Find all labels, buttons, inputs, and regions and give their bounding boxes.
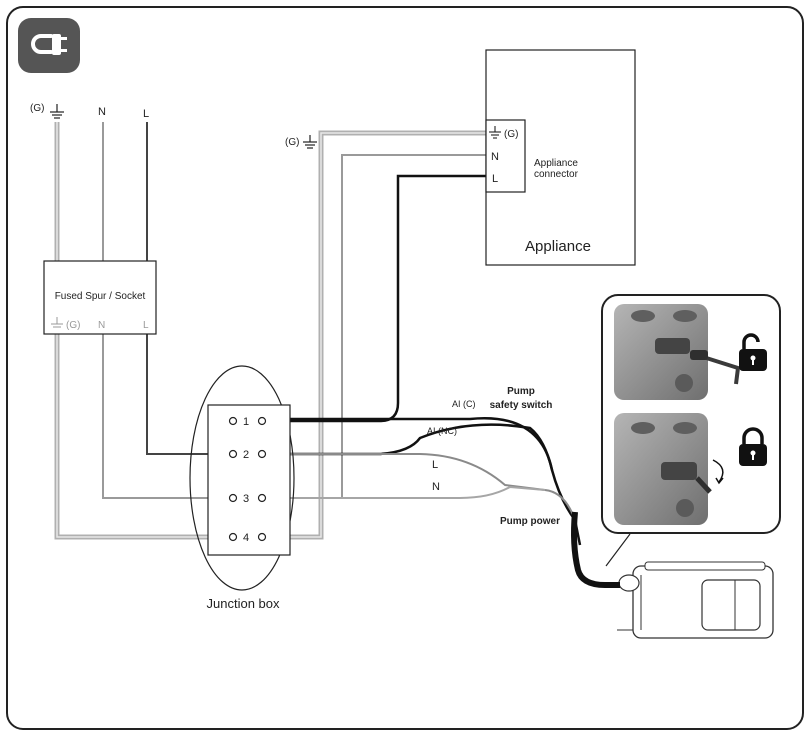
fused-spur-earth-label: (G)	[66, 320, 80, 331]
svg-text:2: 2	[243, 449, 249, 461]
fused-spur-box: Fused Spur / Socket (G) N L	[43, 260, 157, 335]
supply-earth-wire	[54, 122, 233, 540]
pump-switch-title-2: safety switch	[490, 400, 553, 411]
appliance-connector-label-1: Appliance	[534, 158, 578, 169]
appliance-external-earth-label: (G)	[285, 137, 299, 148]
appliance-title: Appliance	[525, 238, 591, 255]
padlock-open-icon	[739, 333, 767, 371]
junction-box: 1 2 3 4 Junction box	[189, 365, 295, 611]
fused-spur-title: Fused Spur / Socket	[55, 291, 146, 302]
supply-live-wire	[146, 122, 233, 455]
inset-panel	[601, 294, 781, 534]
supply-earth-symbol	[50, 104, 64, 119]
appliance-live-label: L	[492, 173, 498, 185]
pump-power-cable	[262, 453, 576, 521]
pump-switch-cable	[262, 417, 582, 546]
appliance-live-wire	[262, 174, 486, 423]
appliance-earth-label: (G)	[504, 129, 518, 140]
supply-earth-label: (G)	[30, 103, 44, 114]
pump-connector-unlocked-photo	[614, 304, 741, 400]
appliance-connector-label-2: connector	[534, 169, 579, 180]
pump-live-label: L	[432, 459, 438, 471]
callout-line	[605, 533, 631, 567]
junction-terminal-4: 4	[228, 532, 267, 544]
pump-connector-locked-photo	[614, 413, 724, 525]
appliance-earth-wire	[262, 130, 486, 540]
plug-icon	[18, 18, 80, 73]
svg-text:4: 4	[243, 532, 249, 544]
pump-ai-nc-label: AI (NC)	[427, 426, 457, 436]
pump-switch-title-1: Pump	[507, 386, 535, 397]
svg-text:1: 1	[243, 416, 249, 428]
earth-ground-icon	[303, 135, 317, 149]
appliance-connector	[485, 119, 526, 193]
junction-terminal-2: 2	[228, 449, 267, 461]
supply-neutral-wire	[102, 122, 233, 499]
pump-device	[605, 561, 774, 639]
appliance-neutral-label: N	[491, 151, 499, 163]
pump-neutral-label: N	[432, 481, 440, 493]
supply-neutral-label: N	[98, 106, 106, 118]
junction-terminal-3: 3	[228, 493, 267, 505]
fused-spur-neutral-label: N	[98, 320, 105, 331]
pump-power-label: Pump power	[500, 516, 560, 527]
svg-text:3: 3	[243, 493, 249, 505]
pump-ai-c-label: AI (C)	[452, 399, 476, 409]
supply-live-label: L	[143, 108, 149, 120]
junction-box-title: Junction box	[207, 596, 280, 611]
appliance-box: (G) N L Appliance connector Appliance	[485, 49, 636, 266]
fused-spur-live-label: L	[143, 320, 149, 331]
padlock-closed-icon	[739, 427, 767, 466]
junction-terminal-1: 1	[228, 416, 267, 428]
pump-main-cable	[571, 511, 606, 588]
